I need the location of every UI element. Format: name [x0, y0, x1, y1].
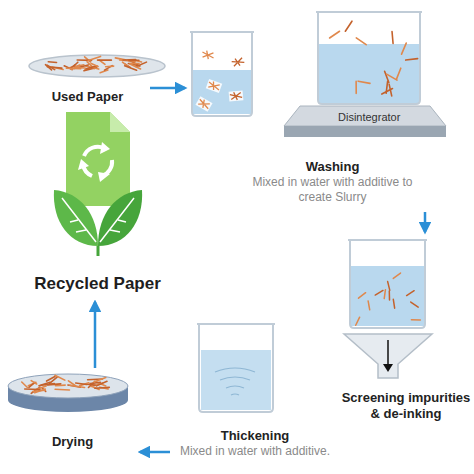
- step-note: Mixed in water with additive to create S…: [245, 175, 420, 206]
- document-fold: [110, 112, 130, 132]
- leaf: [98, 190, 142, 246]
- beaker: [197, 324, 275, 412]
- step-title: Drying: [52, 434, 93, 450]
- paper-bits: [330, 21, 418, 96]
- recycle-symbol: [78, 142, 112, 182]
- water: [201, 350, 271, 410]
- water: [193, 70, 251, 114]
- disintegrator-top: [284, 106, 446, 126]
- water: [319, 44, 419, 104]
- leaf: [54, 190, 98, 246]
- step-title: Used Paper: [52, 89, 124, 105]
- paper-bits: [195, 49, 246, 112]
- flow-arrow: [94, 302, 97, 368]
- process-step: Drying: [5, 368, 140, 466]
- paper-strands: [45, 56, 146, 72]
- drying-plate: [8, 374, 128, 398]
- beaker: [190, 32, 254, 116]
- paper-fibres: [356, 273, 421, 325]
- stem: [97, 246, 100, 256]
- step-title: Screening impurities & de-inking: [341, 390, 471, 423]
- document-icon: [66, 112, 130, 206]
- step-note: Mixed in water with additive.: [180, 444, 330, 460]
- process-step: Recycled Paper: [15, 112, 180, 302]
- flow-arrow: [424, 212, 427, 232]
- paper-plate: [29, 55, 165, 77]
- process-step: WashingMixed in water with additive to c…: [185, 12, 450, 212]
- disintegrator-side: [284, 126, 446, 137]
- device-label: Disintegrator: [338, 111, 400, 123]
- water: [351, 266, 424, 326]
- swirl: [215, 368, 255, 395]
- beaker: [316, 12, 422, 104]
- flow-arrow: [140, 451, 170, 454]
- beaker: [348, 240, 427, 328]
- step-title: Recycled Paper: [34, 273, 161, 294]
- step-title: Thickening: [221, 428, 290, 444]
- funnel: [344, 334, 432, 378]
- paper-strands: [22, 375, 110, 393]
- process-step: ThickeningMixed in water with additive.: [170, 318, 340, 468]
- flow-arrow: [150, 87, 185, 90]
- leaf-veins: [62, 198, 134, 242]
- process-step: Used Paper: [25, 45, 150, 107]
- process-step: Screening impurities & de-inking: [340, 232, 472, 428]
- step-title: Washing: [306, 159, 360, 175]
- flow-arrow-head: [383, 364, 393, 372]
- flow-arrow: [387, 340, 389, 366]
